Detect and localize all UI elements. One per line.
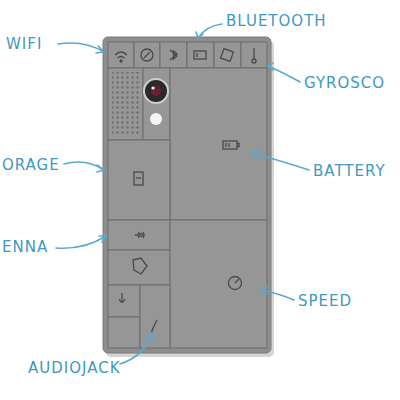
callout-label: ORAGE <box>2 158 60 173</box>
callout-label: GYROSCO <box>304 76 385 91</box>
phone-body <box>103 37 271 353</box>
module-grid <box>108 42 267 348</box>
camera-lens-inner <box>151 86 161 96</box>
phone-shadow <box>106 41 274 357</box>
module-icons <box>115 48 256 335</box>
callout-label: AUDIOJACK <box>28 361 121 376</box>
speaker-grille <box>112 72 139 136</box>
flash <box>150 113 162 125</box>
callout-label: BLUETOOTH <box>226 14 327 29</box>
callout-label: ENNA <box>2 240 48 255</box>
camera-lens <box>144 79 168 103</box>
callout-label: WIFI <box>6 37 42 52</box>
lens-glint <box>151 86 154 89</box>
callout-label: BATTERY <box>313 164 386 179</box>
leader-lines <box>56 24 309 364</box>
callout-label: SPEED <box>298 294 352 309</box>
